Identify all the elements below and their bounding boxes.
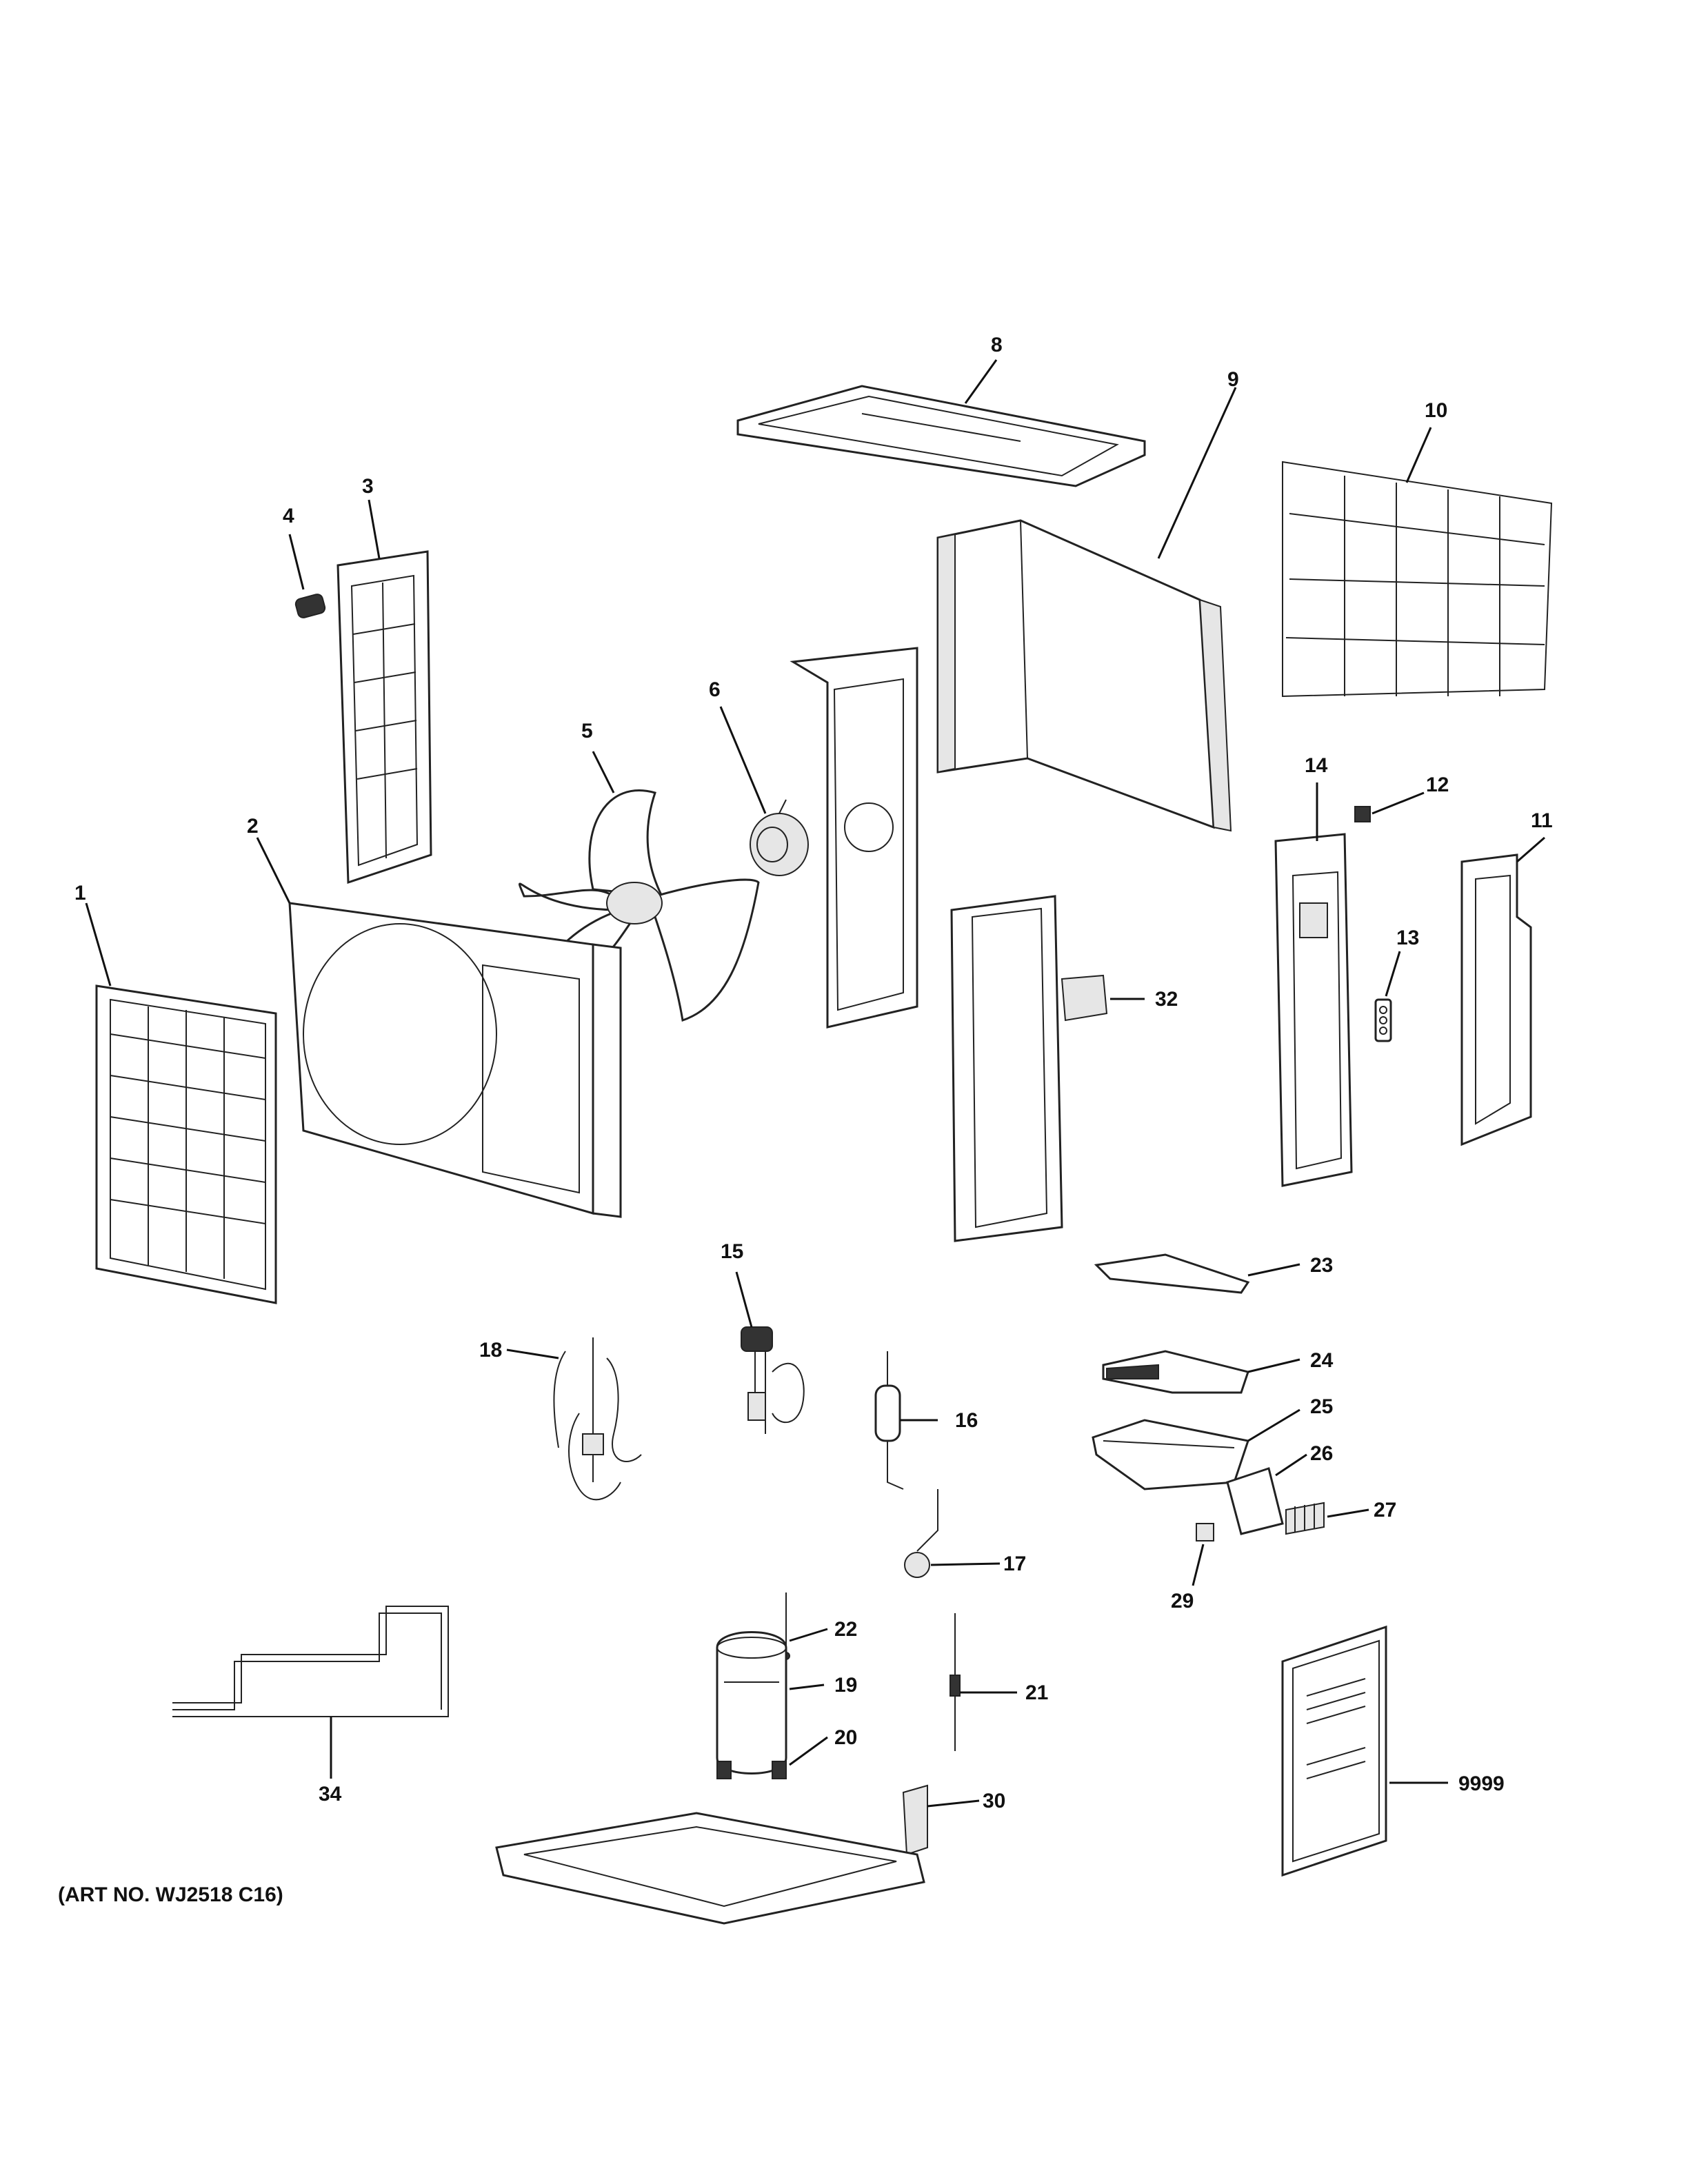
part-32-reactor: [1061, 974, 1108, 1022]
callout-2: 2: [247, 815, 259, 838]
callout-22: 22: [834, 1618, 857, 1641]
part-3-side-panel: [336, 550, 432, 884]
callout-4: 4: [283, 505, 294, 527]
part-30-bracket: [902, 1784, 928, 1856]
callout-10: 10: [1425, 399, 1447, 422]
callout-16: 16: [955, 1409, 978, 1432]
part-17-service-valve: [904, 1489, 938, 1578]
part-21-tube: [950, 1613, 961, 1751]
part-18-piping: [553, 1337, 642, 1501]
callout-17: 17: [1003, 1553, 1026, 1575]
part-6-fan-motor: [750, 799, 809, 876]
part-15-four-way-valve: [741, 1326, 805, 1434]
leader-lines: [85, 359, 1545, 1808]
callout-9: 9: [1227, 368, 1239, 391]
callout-11: 11: [1531, 809, 1553, 832]
callout-30: 30: [983, 1790, 1005, 1812]
callout-12: 12: [1426, 774, 1449, 796]
callout-29: 29: [1171, 1590, 1194, 1612]
part-9999-manual: [1281, 1625, 1387, 1877]
part-16-accumulator: [874, 1351, 904, 1490]
part-2-front-frame: [288, 902, 622, 1218]
motor-bracket: [790, 647, 918, 1029]
callout-26: 26: [1310, 1442, 1333, 1465]
part-26-terminal-board: [1226, 1467, 1284, 1535]
callout-20: 20: [834, 1726, 857, 1749]
callout-13: 13: [1396, 927, 1419, 949]
callout-3: 3: [362, 475, 374, 498]
part-4-spring: [294, 594, 326, 618]
part-11-right-cover: [1460, 853, 1532, 1146]
callout-25: 25: [1310, 1395, 1333, 1418]
callout-19: 19: [834, 1674, 857, 1697]
part-14-side-panel: [1274, 833, 1353, 1187]
part-19-compressor: [716, 1631, 787, 1775]
part-13-valve-plate: [1374, 998, 1392, 1042]
callout-18: 18: [479, 1339, 502, 1362]
callout-9999: 9999: [1458, 1772, 1505, 1795]
part-12-clip: [1354, 806, 1371, 822]
callout-5: 5: [581, 720, 593, 742]
callout-labels: 1 2 3 4 5 6 8 9 10 11 12 13 14 15 16 17 …: [74, 334, 1553, 1812]
middle-partition: [950, 895, 1063, 1242]
part-24-control-board: [1102, 1350, 1249, 1394]
part-5-fan-blade: [519, 789, 760, 1022]
part-29-relay: [1196, 1523, 1214, 1541]
part-27-terminal-block: [1285, 1502, 1325, 1535]
base-pan: [495, 1812, 925, 1925]
callout-8: 8: [991, 334, 1003, 356]
callout-23: 23: [1310, 1254, 1333, 1277]
part-9-condenser-coil: [936, 519, 1232, 832]
callout-32: 32: [1155, 988, 1178, 1011]
callout-34: 34: [319, 1783, 342, 1806]
part-1-front-grille: [95, 984, 277, 1304]
part-23-cover-plate: [1094, 1253, 1250, 1294]
part-34-pipe: [172, 1606, 449, 1717]
part-20-compressor-feet: [716, 1761, 787, 1779]
callout-1: 1: [74, 882, 86, 904]
callout-27: 27: [1374, 1499, 1396, 1521]
art-number: (ART NO. WJ2518 C16): [58, 1883, 283, 1906]
part-10-wire-grille: [1282, 461, 1553, 698]
callout-21: 21: [1025, 1681, 1048, 1704]
callout-15: 15: [721, 1240, 743, 1263]
callout-24: 24: [1310, 1349, 1334, 1372]
part-25-electrical-box: [1092, 1419, 1249, 1490]
part-8-top-cover: [736, 385, 1146, 487]
callout-6: 6: [709, 678, 721, 701]
callout-14: 14: [1305, 754, 1328, 777]
